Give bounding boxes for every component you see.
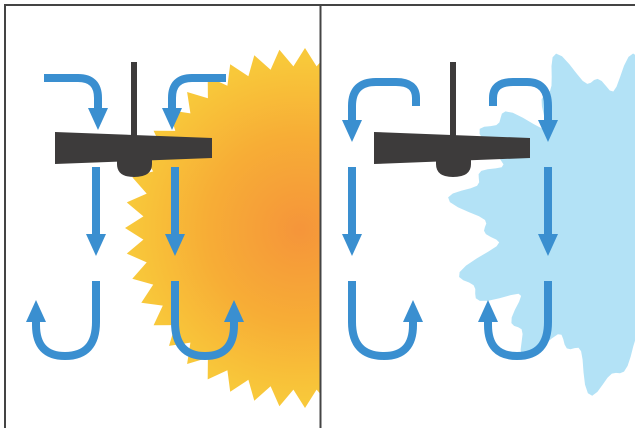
updraft-arrow-left — [352, 281, 413, 356]
fan-motor — [117, 144, 152, 177]
inflow-arrow-left — [44, 78, 98, 112]
fan-downrod — [450, 62, 456, 140]
winter-panel — [352, 54, 635, 396]
return-arrow-left — [36, 281, 96, 356]
outflow-arrow-left — [352, 82, 416, 124]
fan-motor — [436, 144, 471, 177]
fan-downrod — [131, 62, 137, 140]
